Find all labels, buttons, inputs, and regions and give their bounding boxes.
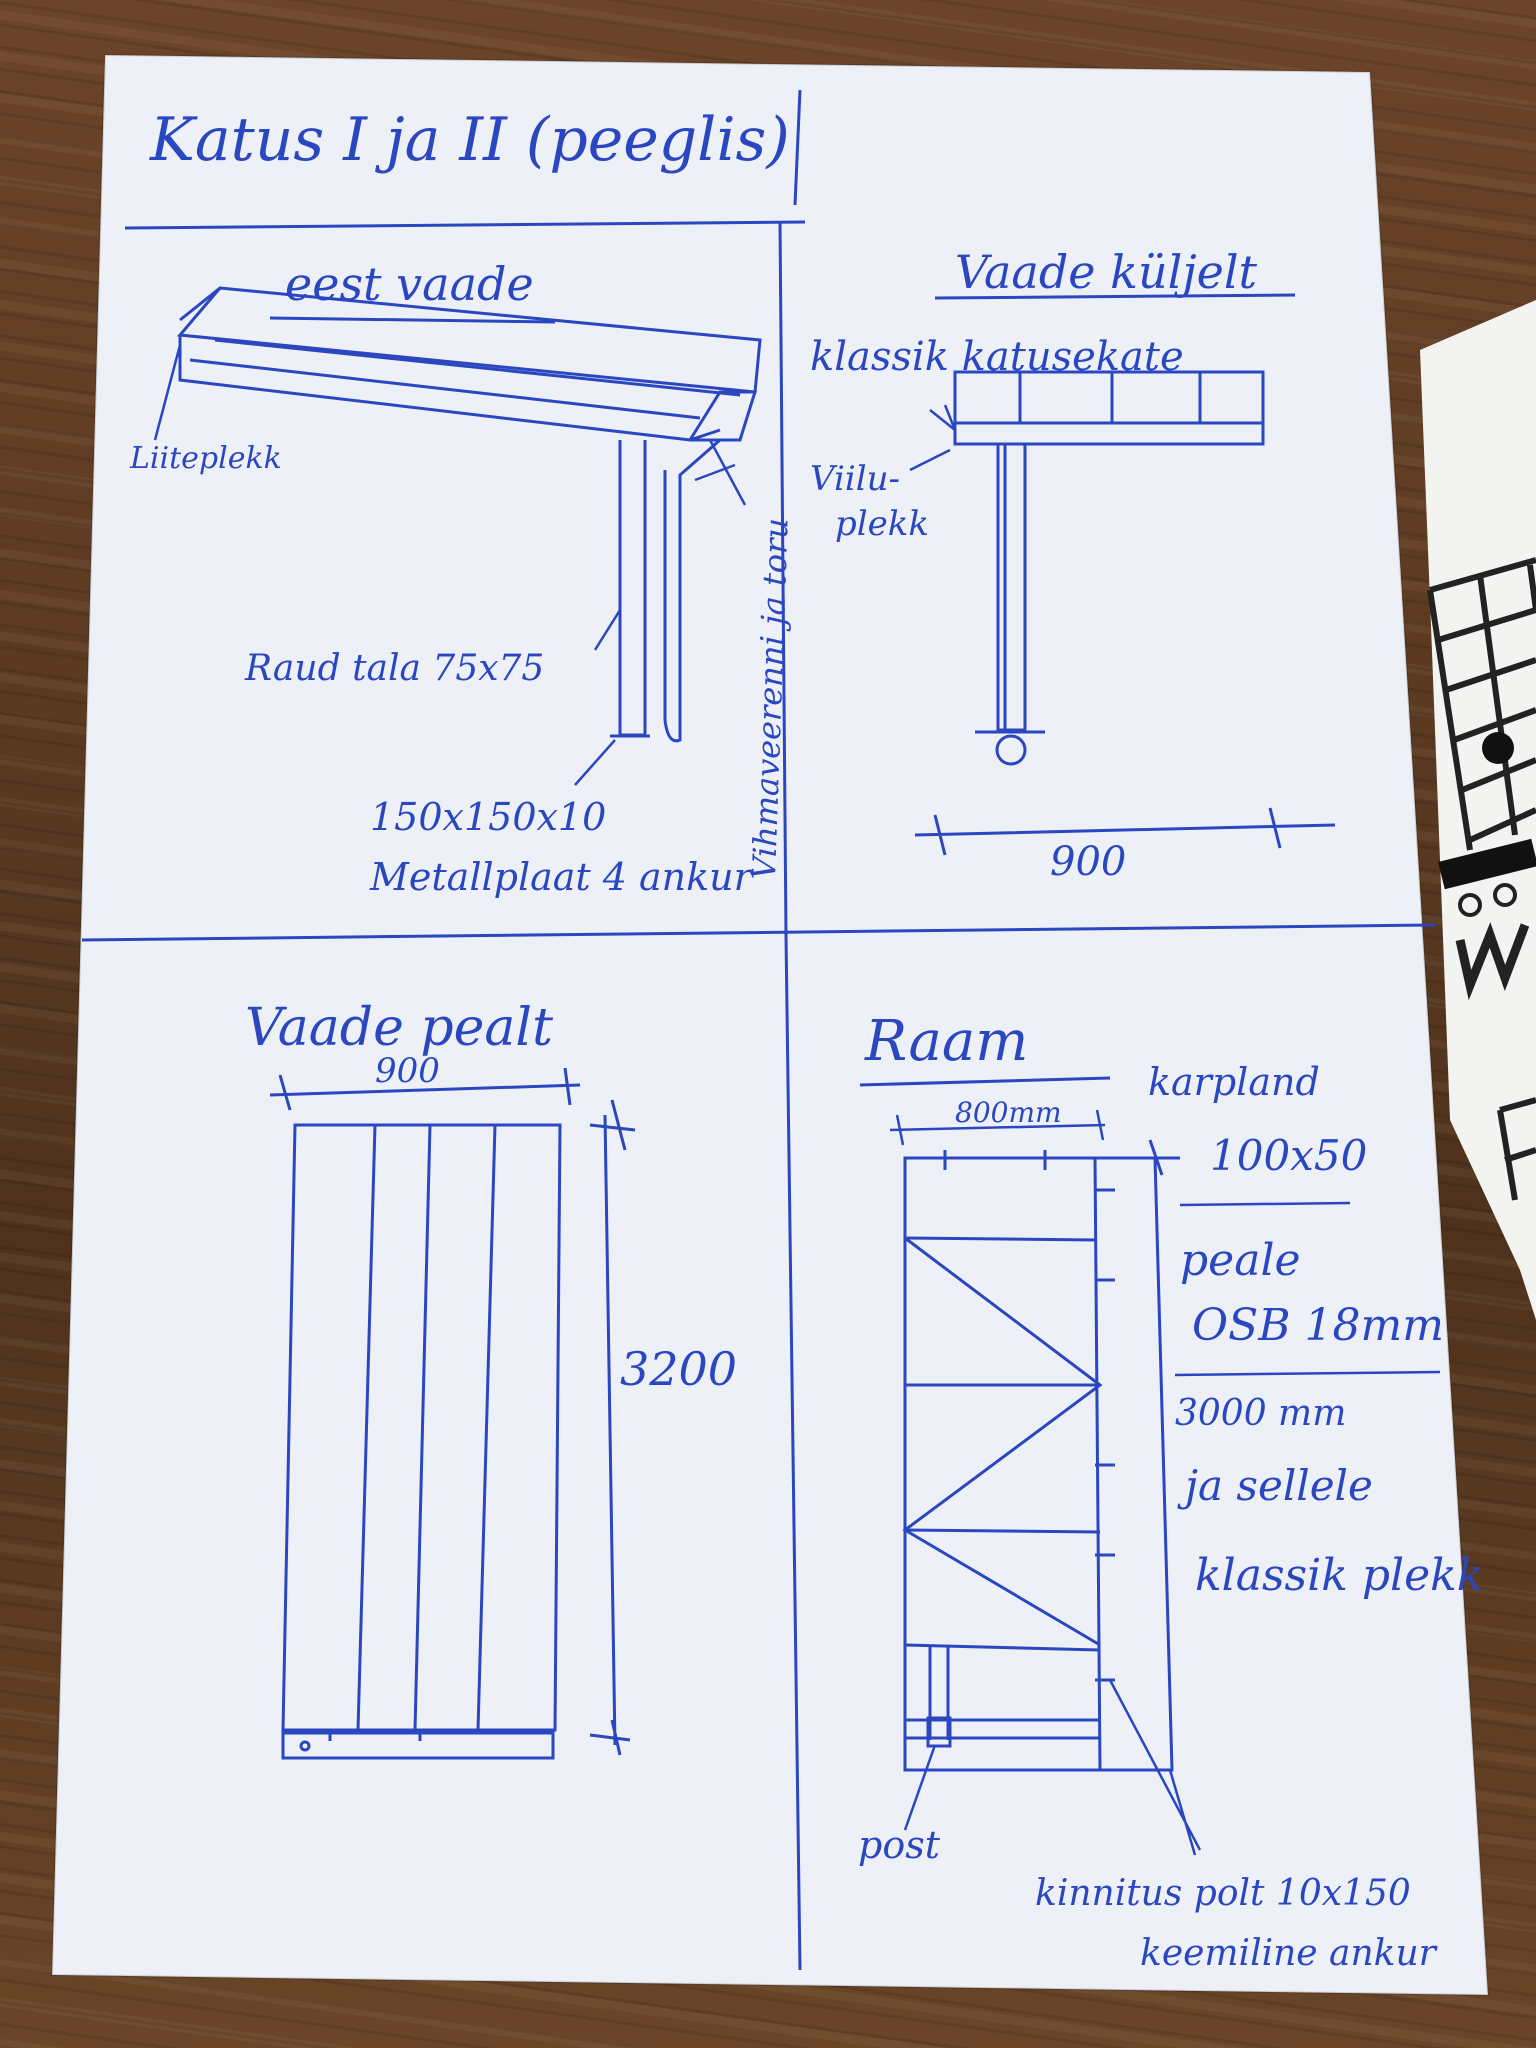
cover-label-4: klassik plekk [1195,1550,1483,1601]
crossword-sheet [1420,300,1536,1320]
cover-label-1: peale [1180,1235,1301,1286]
cover-label-3: ja sellele [1177,1461,1373,1510]
front-view-heading: eest vaade [285,257,534,311]
top-plan [281,1123,562,1760]
drip-label-2: plekk [835,504,929,544]
beam-label: Raud tala 75x75 [244,648,544,689]
frame-width-dimension: 800mm [955,1096,1062,1129]
post-label: post [858,1823,941,1867]
paper-sheet [52,55,1488,1995]
drip-label-1: Viilu- [810,459,900,499]
board-label-1: karpland [1148,1060,1320,1104]
sketch-title: Katus I ja II (peeglis) [149,105,790,175]
bolt-label-2: keemiline ankur [1140,1933,1438,1974]
bolt-label-1: kinnitus polt 10x150 [1035,1873,1411,1914]
frame-panel: Raam 800mm karpland 100x50 peale OSB 18m… [858,1009,1483,1974]
cover-label-2: OSB 18mm [1192,1300,1444,1351]
flashing-label: Liiteplekk [129,441,282,476]
top-view-heading: Vaade pealt [245,998,553,1058]
side-view-panel: Vaade küljelt klassik katusekate Viilu- … [810,245,1336,885]
frame-length-label: 3000 mm [1175,1393,1346,1434]
side-dimension: 900 [1050,839,1126,885]
panel-dividers [81,220,1436,1971]
roof-perspective [177,286,762,743]
top-length-dimension: 3200 [620,1342,737,1396]
top-view-panel: Vaade pealt 900 3200 [245,998,737,1760]
roof-side [953,370,1265,766]
front-view-panel: eest vaade Liiteplekk Raud tala 75x75 15… [129,257,796,899]
frame-heading: Raam [864,1009,1028,1074]
plate-label-2: Metallplaat 4 ankur [369,855,755,899]
frame-structure [902,1139,1180,1772]
side-view-heading: Vaade küljelt [955,245,1258,299]
plate-label-1: 150x150x10 [370,795,606,839]
board-label-2: 100x50 [1210,1131,1367,1180]
top-width-dimension: 900 [375,1051,440,1091]
